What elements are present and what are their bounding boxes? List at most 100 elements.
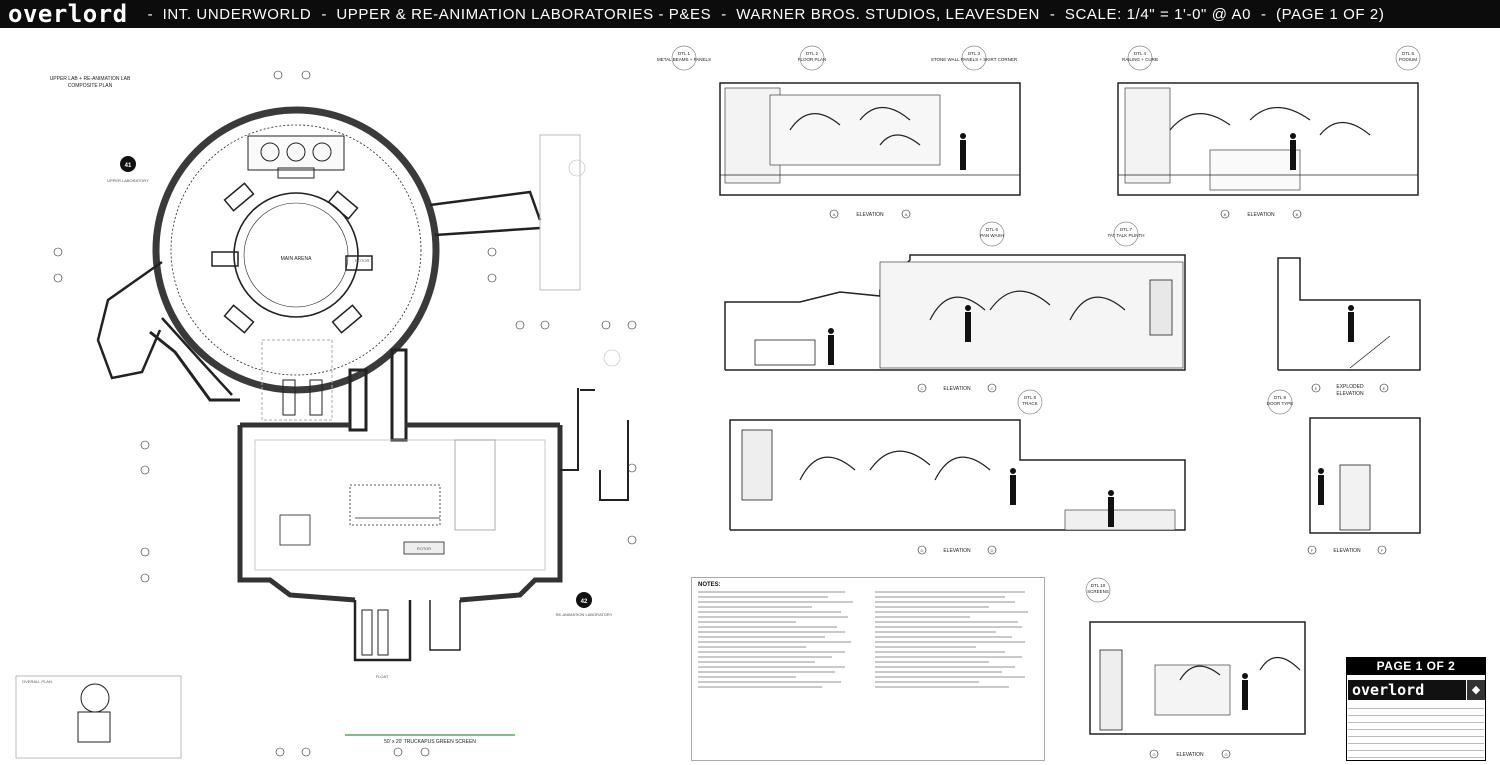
- svg-text:ELEVATION: ELEVATION: [1176, 752, 1204, 758]
- svg-text:C: C: [921, 386, 924, 391]
- page-badge: PAGE 1 OF 2: [1346, 657, 1486, 675]
- reanimation-lab-interior: [254, 439, 546, 571]
- banner-brand: overlord: [8, 0, 128, 28]
- upper-lab-inner-ring: [170, 124, 422, 376]
- banner-item-set: UPPER & RE-ANIMATION LABORATORIES - P&ES: [336, 5, 712, 23]
- svg-text:F: F: [1311, 548, 1314, 553]
- bottom-alcove: [353, 600, 461, 662]
- banner-item-scale: SCALE: 1/4" = 1'-0" @ A0: [1064, 5, 1252, 23]
- svg-text:DTL 3: DTL 3: [968, 51, 981, 56]
- svg-text:D: D: [991, 548, 994, 553]
- floor-plan: UPPER LAB + RE-ANIMATION LAB COMPOSITE P…: [15, 70, 637, 759]
- elevation-labels: A A ELEVATION B B ELEVATION C C ELEVATIO…: [829, 209, 1389, 759]
- elevation-d-label: D D ELEVATION: [917, 545, 997, 555]
- titleblock-row: [1348, 710, 1484, 716]
- studio-logo-icon: ◆: [1467, 680, 1485, 700]
- svg-text:ELEVATION: ELEVATION: [1336, 391, 1364, 397]
- svg-text:A: A: [833, 212, 836, 217]
- svg-text:G: G: [1152, 752, 1155, 757]
- svg-text:DTL 7: DTL 7: [1120, 227, 1133, 232]
- right-side-room: [560, 388, 629, 501]
- svg-text:ELEVATION: ELEVATION: [943, 548, 971, 554]
- central-arena-inner: [243, 202, 349, 308]
- room-41-label: UPPER LABORATORY: [107, 178, 149, 183]
- titleblock-row: [1348, 745, 1484, 751]
- svg-text:PAN WASH: PAN WASH: [980, 233, 1004, 238]
- titleblock-row: [1348, 703, 1484, 709]
- right-corridor: [429, 134, 581, 291]
- plan-subtitle: COMPOSITE PLAN: [68, 83, 113, 89]
- notes-column-right: [875, 588, 1038, 691]
- elevation-a-label: A A ELEVATION: [829, 209, 911, 219]
- overall-plan-mini-circle: [80, 683, 110, 713]
- elevation-e-drawing: [1277, 257, 1421, 371]
- upper-lab-outer-wall: [152, 106, 440, 394]
- svg-text:DTL 4: DTL 4: [1134, 51, 1147, 56]
- left-entry-wing: [96, 260, 240, 402]
- room-41-badge: [120, 156, 136, 172]
- elevation-b-drawing: [1117, 82, 1419, 196]
- title-banner: overlord - INT. UNDERWORLD - UPPER & RE-…: [0, 0, 1500, 28]
- svg-text:DTL 1: DTL 1: [678, 51, 691, 56]
- elevation-e-label: E E EXPLODED ELEVATION: [1311, 383, 1389, 397]
- svg-text:SCREENS: SCREENS: [1087, 589, 1109, 594]
- svg-text:DOOR TYPE: DOOR TYPE: [1267, 401, 1293, 406]
- room-42-number: 42: [581, 599, 588, 605]
- connector-passage: [261, 339, 408, 442]
- titleblock-row: [1348, 738, 1484, 744]
- svg-text:STONE WALL PANELS + SKIRT CORN: STONE WALL PANELS + SKIRT CORNER: [931, 57, 1018, 62]
- banner-item-scene: INT. UNDERWORLD: [162, 5, 312, 23]
- svg-text:ELEVATION: ELEVATION: [856, 212, 884, 218]
- elevation-g-label: G G ELEVATION: [1149, 749, 1231, 759]
- banner-item-studio: WARNER BROS. STUDIOS, LEAVESDEN: [736, 5, 1040, 23]
- svg-text:TRACK: TRACK: [1022, 401, 1037, 406]
- svg-text:PODIUM: PODIUM: [1399, 57, 1417, 62]
- elevation-a-drawing: [719, 82, 1021, 196]
- svg-text:ELEVATION: ELEVATION: [943, 386, 971, 392]
- radial-arms: [211, 182, 373, 334]
- svg-text:E: E: [1383, 386, 1386, 391]
- rotor-label: ROTOR: [355, 258, 369, 263]
- svg-text:DTL 8: DTL 8: [1024, 395, 1037, 400]
- svg-text:B: B: [1296, 212, 1299, 217]
- room-42-badge: [576, 592, 592, 608]
- overall-plan-label: OVERALL PLAN: [22, 679, 52, 684]
- plan-title: UPPER LAB + RE-ANIMATION LAB: [50, 76, 131, 82]
- elevation-f-drawing: [1309, 417, 1421, 534]
- tank-gallery: [247, 135, 345, 179]
- svg-text:ELEVATION: ELEVATION: [1333, 548, 1361, 554]
- svg-text:METAL BEAMS + PANELS: METAL BEAMS + PANELS: [657, 57, 711, 62]
- central-arena-ring: [233, 192, 359, 318]
- greenscreen-label: 50' x 20' TRUCKAPUS GREEN SCREEN: [384, 739, 476, 745]
- svg-text:DTL 9: DTL 9: [1274, 395, 1287, 400]
- svg-text:RAILING + CURB: RAILING + CURB: [1122, 57, 1158, 62]
- svg-text:FLOOR PLAN: FLOOR PLAN: [798, 57, 827, 62]
- notes-panel: NOTES:: [691, 577, 1045, 761]
- titleblock-row: [1348, 724, 1484, 730]
- svg-text:ELEVATION: ELEVATION: [1247, 212, 1275, 218]
- svg-text:D: D: [921, 548, 924, 553]
- room-42-label: RE-ANIMATION LABORATORY: [556, 612, 613, 617]
- float-label: FLOAT: [376, 674, 389, 679]
- room-41-number: 41: [125, 163, 132, 169]
- reanimation-lab-walls: [237, 422, 563, 603]
- svg-text:A: A: [905, 212, 908, 217]
- svg-text:TAT TALK PLINTH: TAT TALK PLINTH: [1107, 233, 1144, 238]
- svg-text:C: C: [991, 386, 994, 391]
- elevation-d-drawing: [729, 419, 1186, 531]
- titleblock-brand: overlord: [1348, 680, 1466, 700]
- banner-item-page: (PAGE 1 OF 2): [1276, 5, 1385, 23]
- elevation-b-label: B B ELEVATION: [1220, 209, 1302, 219]
- elevation-c-drawing: [724, 254, 1186, 371]
- svg-text:EXPLODED: EXPLODED: [1336, 384, 1364, 390]
- svg-text:DTL 6: DTL 6: [986, 227, 999, 232]
- svg-text:DTL 10: DTL 10: [1091, 583, 1106, 588]
